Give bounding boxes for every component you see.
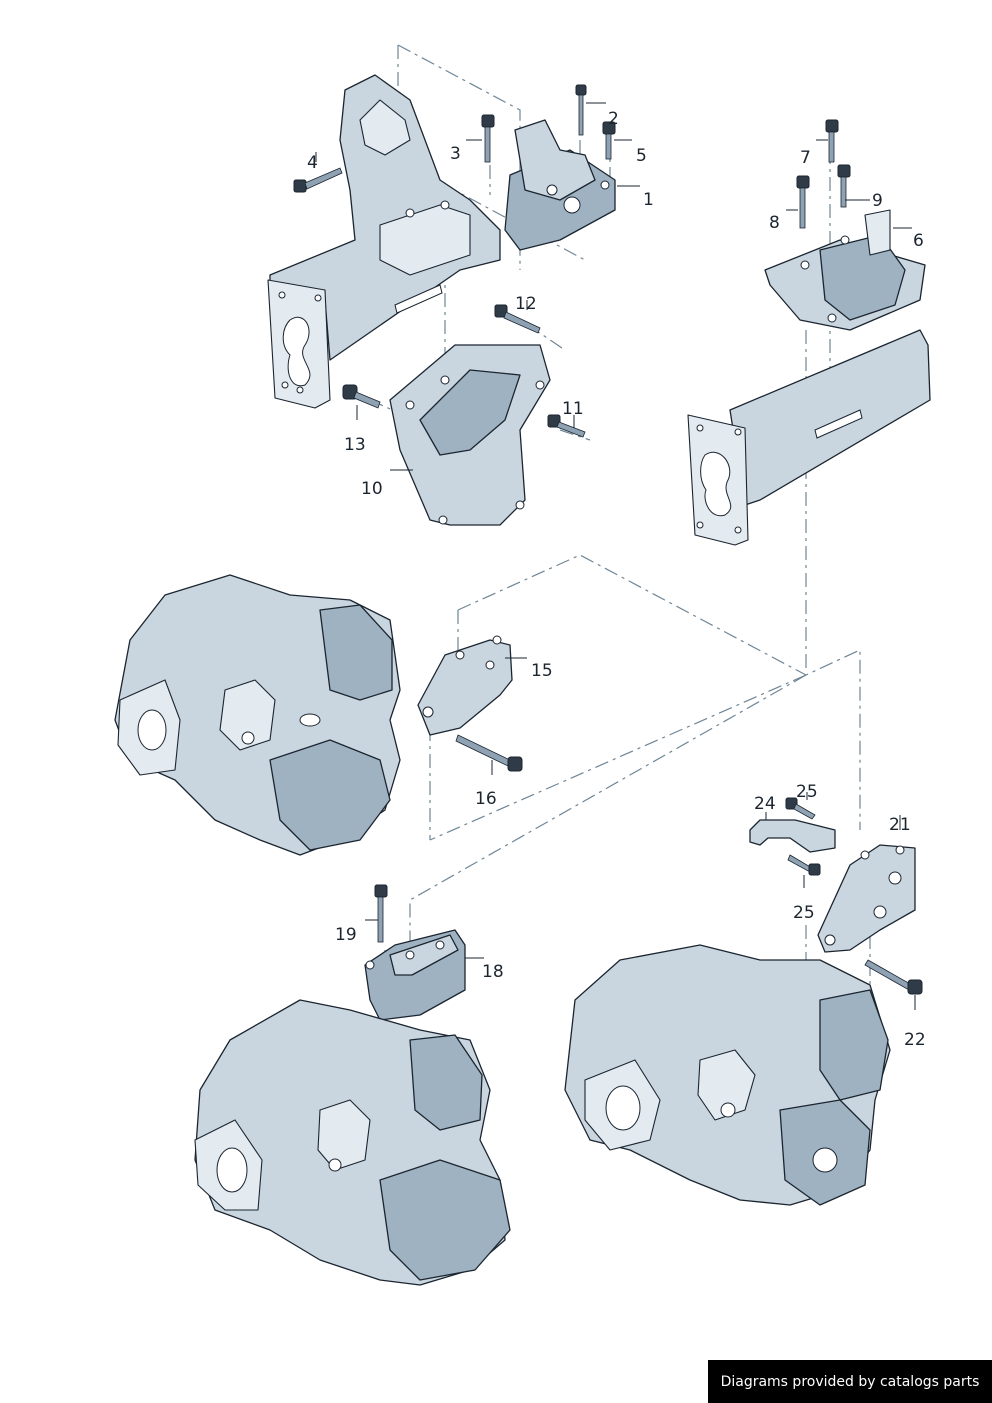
bolt-11 (547, 414, 586, 438)
callout-leaders (315, 102, 916, 1010)
callout-2: 2 (608, 109, 619, 129)
bolt-7 (825, 119, 839, 163)
gearbox-left-middle (114, 574, 401, 856)
callout-3: 3 (450, 144, 461, 164)
callout-25-lower: 25 (793, 903, 815, 923)
callout-6: 6 (913, 231, 924, 251)
bolt-25-lower (787, 854, 821, 876)
bolt-22 (864, 959, 923, 995)
callout-8: 8 (769, 213, 780, 233)
bracket-21 (817, 844, 916, 953)
bolts (293, 84, 923, 995)
callout-11: 11 (562, 399, 584, 419)
bolt-16 (455, 734, 523, 772)
callout-7: 7 (800, 148, 811, 168)
callout-9: 9 (872, 191, 883, 211)
bolt-12 (494, 304, 541, 334)
bolt-9 (837, 164, 851, 208)
callout-5: 5 (636, 146, 647, 166)
bracket-24 (749, 819, 836, 853)
callout-1: 1 (643, 190, 654, 210)
bolt-2 (575, 84, 587, 136)
gearbox-lower-left (194, 999, 511, 1286)
callout-21: 21 (889, 815, 911, 835)
bolt-3 (481, 114, 495, 163)
bracket-10 (389, 344, 551, 526)
callout-18: 18 (482, 962, 504, 982)
callout-19: 19 (335, 925, 357, 945)
engine-mount-1 (504, 119, 616, 251)
right-frame-rail (687, 329, 931, 546)
left-frame-rail (267, 74, 501, 409)
bolt-13 (342, 384, 381, 409)
credit-text: Diagrams provided by catalogs parts (720, 1373, 980, 1390)
callout-labels: 1 2 3 4 5 6 7 8 9 10 11 12 13 15 16 18 1… (307, 109, 926, 1050)
bolt-25-upper (785, 797, 816, 820)
bolt-19 (374, 884, 388, 943)
bracket-15 (417, 635, 513, 736)
callout-12: 12 (515, 294, 537, 314)
bracket-18 (364, 929, 466, 1021)
bolt-5 (602, 121, 616, 160)
bolt-4 (293, 167, 343, 193)
callout-25-upper: 25 (796, 782, 818, 802)
callout-16: 16 (475, 789, 497, 809)
callout-13: 13 (344, 435, 366, 455)
callout-4: 4 (307, 153, 318, 173)
gearbox-lower-right (564, 944, 891, 1206)
engine-mount-6 (764, 209, 926, 331)
callout-10: 10 (361, 479, 383, 499)
callout-15: 15 (531, 661, 553, 681)
credit-badge: Diagrams provided by catalogs parts (708, 1360, 992, 1403)
callout-22: 22 (904, 1030, 926, 1050)
bolt-8 (796, 175, 810, 229)
callout-24: 24 (754, 794, 776, 814)
